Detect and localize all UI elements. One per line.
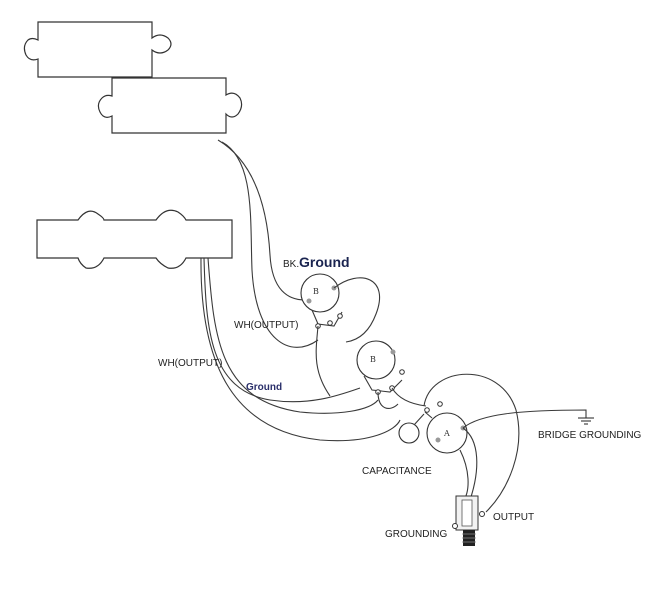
label-bk: BK. bbox=[283, 259, 299, 270]
wire-bridge-ground bbox=[462, 409, 587, 429]
pot-2-terminal bbox=[399, 369, 405, 375]
pot-3-label: A bbox=[443, 429, 450, 438]
ground-symbol-icon bbox=[578, 417, 594, 425]
pot-3-lead bbox=[424, 411, 433, 419]
label-ground-top: Ground bbox=[299, 254, 350, 270]
wire-j-3 bbox=[200, 257, 401, 442]
wire-j-2 bbox=[207, 257, 379, 414]
capacitor bbox=[398, 422, 420, 444]
wire-to-output bbox=[423, 373, 520, 513]
pot-1-terminal bbox=[327, 320, 333, 326]
pot-2-lug bbox=[390, 349, 396, 355]
pickup-p-upper bbox=[23, 21, 172, 78]
pot-1-lug bbox=[306, 298, 312, 304]
pot-1 bbox=[300, 273, 340, 313]
wire-p-2 bbox=[221, 141, 319, 348]
pot-3-terminal bbox=[424, 407, 430, 413]
label-capacitance: CAPACITANCE bbox=[362, 466, 432, 477]
label-bridge-grounding: BRIDGE GROUNDING bbox=[538, 430, 642, 441]
pot-3-lug bbox=[435, 437, 441, 443]
wire-pot1-arc bbox=[333, 277, 381, 343]
wire-p-1 bbox=[217, 139, 306, 301]
pot-3 bbox=[426, 412, 468, 454]
pot-2-label: B bbox=[370, 355, 376, 364]
label-output: OUTPUT bbox=[493, 512, 534, 523]
wire-pot2-out bbox=[377, 391, 399, 410]
pot-1-terminals bbox=[311, 309, 343, 327]
output-jack-icon bbox=[452, 495, 485, 546]
capacitor-lead bbox=[413, 413, 425, 426]
label-wh-output-1: WH(OUTPUT) bbox=[234, 320, 298, 331]
label-grounding: GROUNDING bbox=[385, 529, 447, 540]
label-ground-mid: Ground bbox=[246, 382, 282, 393]
pickup-j bbox=[36, 209, 233, 269]
wire-pot1-down bbox=[315, 325, 331, 397]
pot-2 bbox=[356, 340, 396, 380]
pickup-p-lower bbox=[97, 77, 243, 134]
pot-1-terminal bbox=[337, 313, 343, 319]
pot-2-terminals bbox=[363, 375, 403, 393]
wire-to-grounding bbox=[459, 449, 469, 501]
wire-pot2-pot3 bbox=[391, 387, 427, 407]
label-wh-output-2: WH(OUTPUT) bbox=[158, 358, 222, 369]
wire-j-1 bbox=[203, 257, 361, 403]
pot-3-terminal bbox=[437, 401, 443, 407]
wire-pot3-right bbox=[462, 427, 478, 501]
pot-1-label: B bbox=[313, 287, 319, 296]
